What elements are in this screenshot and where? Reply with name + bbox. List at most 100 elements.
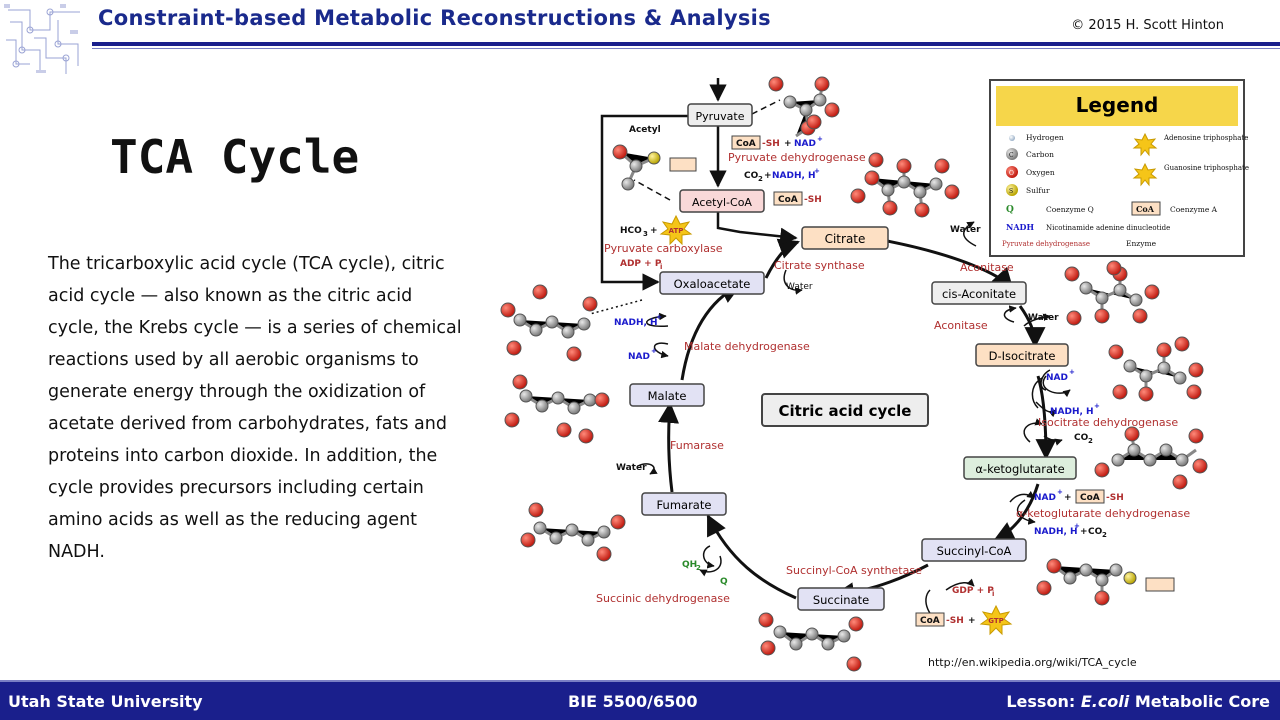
cycle-center-label: Citric acid cycle [761,393,929,427]
svg-text:ADP + P: ADP + P [620,259,662,269]
svg-text:+: + [814,167,820,175]
enzyme-malate-dehydrogenase: Malate dehydrogenase [684,340,810,353]
svg-text:+: + [1094,402,1100,410]
scs-cofactors: GDP + P i CoA -SH + [915,586,994,627]
sdh-cofactors: QH 2 Q [682,560,728,587]
svg-text:NADH, H: NADH, H [772,171,816,181]
footer-bar: Utah State University BIE 5500/6500 Less… [0,682,1280,720]
svg-text:Hydrogen: Hydrogen [1026,133,1064,142]
svg-text:+: + [1057,488,1063,496]
svg-text:Succinate: Succinate [813,593,869,607]
idh-cofactors: NAD + NADH, H + CO 2 [1046,368,1100,445]
svg-text:Succinyl-CoA: Succinyl-CoA [937,544,1012,558]
side-arrows [637,221,1071,625]
cycle-arrows [658,238,1057,604]
svg-text:Fumarate: Fumarate [657,498,712,512]
svg-text:GTP: GTP [988,617,1004,625]
svg-text:2: 2 [758,175,763,183]
legend-title: Legend [1076,93,1159,117]
svg-text:CoA: CoA [1136,204,1155,214]
svg-text:+: + [1074,522,1080,530]
svg-text:+: + [968,616,976,626]
svg-text:CO: CO [1074,433,1089,443]
svg-text:Coenzyme A: Coenzyme A [1170,205,1218,214]
metabolite-oxaloacetate: Oxaloacetate [659,271,765,295]
svg-text:NADH, H: NADH, H [1050,407,1094,417]
svg-text:NAD: NAD [1034,493,1056,503]
svg-text:Enzyme: Enzyme [1126,239,1157,248]
header-divider-thin [92,48,1280,49]
footer-lesson-suffix: Metabolic Core [1129,692,1270,711]
svg-text:D-Isocitrate: D-Isocitrate [989,349,1056,363]
enzyme-pyruvate-dehydrogenase: Pyruvate dehydrogenase [728,151,866,164]
svg-text:NADH, H: NADH, H [614,318,658,328]
carboxylase-inputs: HCO 3 + ADP + P i [620,226,662,271]
svg-text:Citrate: Citrate [825,232,866,246]
gtp-star-icon: GTP [979,604,1013,636]
svg-text:+: + [1069,368,1075,376]
footer-lesson-italic: E.coli [1080,692,1130,711]
svg-text:Q: Q [1006,205,1014,215]
akgdh-cofactors: NAD + + CoA -SH NADH, H + + CO 2 [1034,488,1124,539]
enzyme-aconitase-2: Aconitase [934,319,988,332]
water-aconitate: Water [1028,313,1059,323]
svg-text:+: + [1064,493,1072,503]
svg-text:i: i [660,263,662,271]
entry-arrows [589,78,798,315]
svg-text:Pyruvate dehydrogenase: Pyruvate dehydrogenase [1002,240,1090,248]
svg-text:Oxaloacetate: Oxaloacetate [674,277,751,291]
metabolite-succinyl-coa: Succinyl-CoA [921,538,1027,562]
header-divider [92,42,1280,46]
water-oxaloacetate: Water [786,282,813,292]
footer-course: BIE 5500/6500 [568,692,698,711]
footer-lesson-prefix: Lesson: [1006,692,1081,711]
metabolite-malate: Malate [629,383,705,407]
metabolite-cis-aconitate: cis-Aconitate [931,281,1027,305]
water-fumarate: Water [616,463,647,473]
svg-text:2: 2 [1088,437,1093,445]
svg-text:-SH: -SH [762,139,780,149]
svg-text:α-ketoglutarate: α-ketoglutarate [975,462,1064,476]
svg-text:Coenzyme Q: Coenzyme Q [1046,205,1094,214]
svg-text:Pyruvate: Pyruvate [696,110,745,123]
svg-text:ATP: ATP [669,227,684,235]
svg-text:Oxygen: Oxygen [1026,168,1055,177]
svg-text:2: 2 [1102,531,1107,539]
svg-text:NADH: NADH [1006,222,1034,232]
svg-text:CoA: CoA [1080,493,1100,503]
svg-text:NAD: NAD [628,352,650,362]
slide-body-text: The tricarboxylic acid cycle (TCA cycle)… [48,254,462,562]
svg-text:NAD: NAD [794,139,816,149]
metabolite-alpha-ketoglutarate: α-ketoglutarate [963,456,1077,480]
enzyme-aconitase-1: Aconitase [960,261,1014,274]
svg-text:Carbon: Carbon [1026,150,1054,159]
logo-icon [0,0,90,78]
svg-text:Citric acid cycle: Citric acid cycle [779,402,912,420]
svg-text:Adenosine triphosphate: Adenosine triphosphate [1163,134,1248,142]
svg-text:HCO: HCO [620,226,642,236]
svg-text:-SH: -SH [804,195,822,205]
pdh-coa-sh: CoA -SH + NAD + [731,135,823,150]
svg-text:i: i [992,590,994,598]
svg-text:+: + [656,313,662,321]
enzyme-pyruvate-carboxylase: Pyruvate carboxylase [604,242,723,255]
metabolite-d-isocitrate: D-Isocitrate [975,343,1069,367]
metabolite-acetyl-coa: Acetyl-CoA [679,189,765,213]
svg-text:+: + [651,347,657,355]
svg-text:cis-Aconitate: cis-Aconitate [942,287,1016,301]
pdh-products: CO 2 + NADH, H + [744,167,820,183]
svg-text:NADH, H: NADH, H [1034,527,1078,537]
metabolite-succinate: Succinate [797,587,885,611]
svg-text:CO: CO [744,171,759,181]
svg-text:CoA: CoA [920,616,940,626]
svg-text:Malate: Malate [648,389,687,403]
metabolite-fumarate: Fumarate [641,492,727,516]
svg-text:Nicotinamide adenine dinucleot: Nicotinamide adenine dinucleotide [1046,224,1170,232]
svg-text:2: 2 [696,564,701,572]
svg-text:+: + [1080,527,1088,537]
enzyme-citrate-synthase: Citrate synthase [774,259,865,272]
molecule-models [500,76,1208,672]
enzyme-akg-dehydrogenase: α-ketoglutarate dehydrogenase [1016,507,1190,520]
acetyl-label: Acetyl [629,125,661,135]
metabolite-pyruvate: Pyruvate [687,103,753,127]
